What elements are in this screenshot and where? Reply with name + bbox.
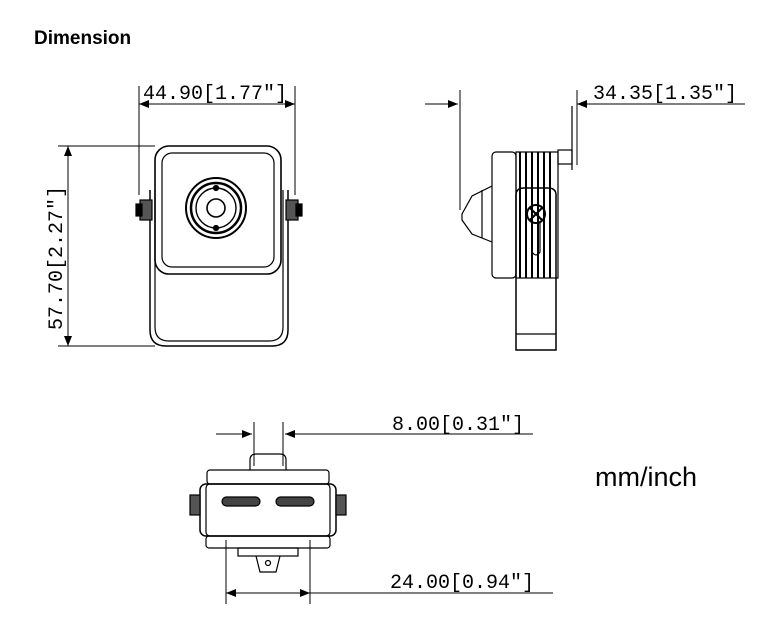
side-depth-label: 34.35[1.35"] — [593, 83, 737, 106]
front-width-label: 44.90[1.77"] — [143, 83, 287, 106]
front-view — [135, 145, 303, 347]
bottom-lens-dimension — [225, 540, 553, 604]
side-depth-dimension — [425, 90, 745, 210]
units-note: mm/inch — [595, 462, 698, 492]
side-view — [461, 106, 573, 351]
front-height-dimension — [58, 145, 155, 347]
bottom-view — [189, 453, 347, 573]
bottom-slot-label: 8.00[0.31"] — [392, 414, 524, 437]
bottom-slot-dimension — [216, 422, 533, 466]
bottom-lens-label: 24.00[0.94"] — [390, 572, 534, 595]
diagram-title: Dimension — [34, 28, 132, 49]
front-height-label: 57.70[2.27"] — [46, 186, 69, 330]
front-width-dimension — [138, 86, 296, 195]
